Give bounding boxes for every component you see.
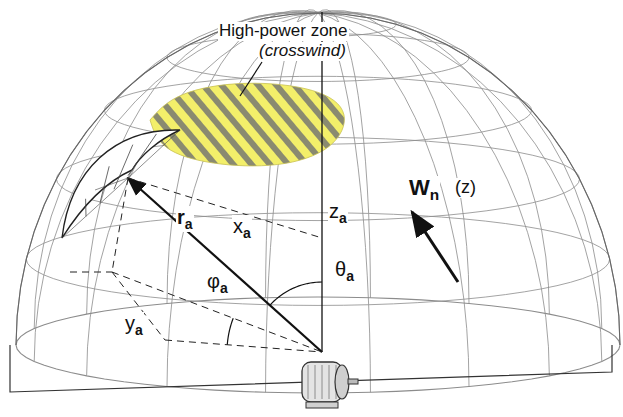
hemisphere-wireframe (16, 10, 620, 393)
projection-line (165, 340, 322, 352)
cooling-fin (315, 365, 316, 399)
cooling-fin (322, 365, 323, 399)
generator (302, 362, 358, 408)
coordinate-label: ya (124, 312, 144, 338)
angle-label: φa (206, 270, 229, 296)
projection-line (112, 178, 128, 272)
dome-outline (16, 13, 620, 345)
generator-foot (306, 402, 338, 408)
vector-label: Wn (408, 176, 440, 204)
bridle-line (95, 178, 128, 190)
kite-wing (62, 130, 180, 238)
zone-label: (crosswind) (258, 42, 347, 61)
kite (62, 130, 180, 238)
tether-ra (128, 178, 322, 352)
theta-arc (270, 282, 322, 305)
longitude-line (318, 12, 549, 315)
projection-line (128, 178, 322, 238)
generator-cap (335, 365, 349, 399)
longitude-line (167, 13, 318, 387)
wind-arrow (412, 212, 458, 282)
coordinate-label: (z) (454, 178, 477, 198)
cooling-fin (308, 365, 309, 399)
projection-line (70, 272, 112, 273)
longitude-line (318, 13, 602, 329)
projection-line (112, 272, 165, 340)
leader-line (240, 62, 262, 96)
kite-rib (100, 166, 109, 203)
longitude-line (266, 13, 318, 392)
kite-rib (85, 199, 86, 217)
kite-rib (128, 134, 156, 176)
zone-label: High-power zone (218, 22, 349, 41)
z-axis (321, 12, 322, 352)
generator-shaft (348, 379, 358, 384)
longitude-line (318, 13, 549, 376)
phi-arc (227, 318, 233, 345)
longitude-line (318, 13, 370, 392)
angle-label: θa (334, 258, 355, 284)
bridle-line (128, 170, 132, 178)
coordinate-label: xa (232, 215, 252, 241)
high-power-zone (150, 83, 344, 166)
cooling-fin (329, 365, 330, 399)
vector-label: ra (176, 206, 194, 232)
latitude-line (26, 213, 609, 306)
bridle-line (62, 178, 128, 238)
longitude-line (87, 13, 318, 376)
coordinate-label: za (328, 200, 348, 226)
bridle-line (128, 130, 180, 178)
longitude-line (318, 13, 469, 387)
